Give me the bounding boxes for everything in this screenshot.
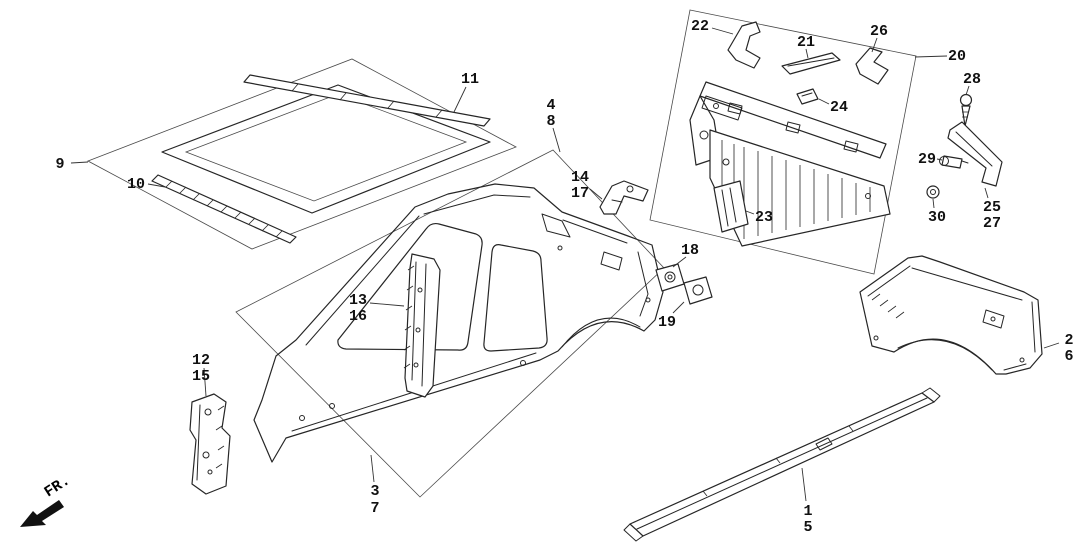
part-callout-3: 3 bbox=[370, 483, 379, 500]
part-callout-1: 1 bbox=[803, 503, 812, 520]
roof-front-rail bbox=[243, 74, 491, 127]
part-callout-28: 28 bbox=[963, 71, 981, 88]
part-callout-23: 23 bbox=[755, 209, 773, 226]
part-callout-5: 5 bbox=[803, 519, 812, 536]
fuel-filler-pocket-lower bbox=[683, 276, 713, 305]
fr-label: FR. bbox=[41, 472, 73, 501]
roof-side-rail-hatching bbox=[165, 180, 283, 238]
bolt bbox=[959, 93, 973, 127]
side-panel-outline bbox=[253, 183, 664, 463]
part-callout-6: 6 bbox=[1064, 348, 1073, 365]
grommet bbox=[926, 185, 940, 199]
quarter-window-opening bbox=[541, 213, 571, 238]
part-callout-11: 11 bbox=[461, 71, 479, 88]
leader-line-11 bbox=[453, 86, 467, 113]
leader-line-28 bbox=[965, 85, 970, 96]
side-panel-group bbox=[189, 149, 713, 498]
leader-line-24 bbox=[818, 98, 830, 105]
part-callout-20: 20 bbox=[948, 48, 966, 65]
side-panel-a-pillar-inner bbox=[305, 215, 420, 346]
leader-line-21 bbox=[805, 48, 809, 59]
side-panel-wheel-arch-inner bbox=[561, 317, 641, 348]
part-callout-25: 25 bbox=[983, 199, 1001, 216]
rear-door-opening bbox=[483, 244, 548, 352]
part-callout-26: 26 bbox=[870, 23, 888, 40]
leader-line-12 bbox=[203, 367, 207, 397]
leader-line-4 bbox=[552, 127, 561, 153]
part-callout-8: 8 bbox=[546, 113, 555, 130]
roof-group-border bbox=[87, 58, 517, 250]
front-pillar-lower-bracket bbox=[189, 393, 231, 495]
leader-line-13 bbox=[369, 302, 405, 307]
part-callout-10: 10 bbox=[127, 176, 145, 193]
fuel-filler-pocket-upper bbox=[655, 263, 685, 292]
center-pillar-stiffener bbox=[403, 253, 441, 398]
part-callout-17: 17 bbox=[571, 185, 589, 202]
roof-panel-inner-line bbox=[184, 93, 468, 202]
part-callout-2: 2 bbox=[1064, 332, 1073, 349]
screw bbox=[939, 155, 969, 169]
part-callout-16: 16 bbox=[349, 308, 367, 325]
part-callout-4: 4 bbox=[546, 97, 555, 114]
rear-panel-bracket-right bbox=[855, 47, 889, 85]
part-callout-14: 14 bbox=[571, 169, 589, 186]
part-callout-29: 29 bbox=[918, 151, 936, 168]
leader-line-2 bbox=[1043, 342, 1060, 349]
leader-line-14 bbox=[589, 188, 603, 200]
part-callout-12: 12 bbox=[192, 352, 210, 369]
part-callout-7: 7 bbox=[370, 500, 379, 517]
rear-panel-border bbox=[649, 9, 917, 275]
rear-panel-stiffener-bar bbox=[781, 52, 841, 75]
leader-line-25 bbox=[984, 187, 989, 199]
roof-group bbox=[87, 58, 517, 250]
part-callout-24: 24 bbox=[830, 99, 848, 116]
part-callout-15: 15 bbox=[192, 368, 210, 385]
part-callout-19: 19 bbox=[658, 314, 676, 331]
side-panel-roof-inner bbox=[423, 194, 531, 215]
extension-bracket bbox=[947, 121, 1003, 187]
leader-line-3 bbox=[370, 454, 375, 483]
front-door-opening bbox=[337, 222, 483, 351]
sill-panel bbox=[623, 387, 941, 542]
part-callout-13: 13 bbox=[349, 292, 367, 309]
rear-panel bbox=[689, 81, 891, 247]
leader-line-22 bbox=[711, 27, 734, 35]
part-callout-27: 27 bbox=[983, 215, 1001, 232]
part-callout-9: 9 bbox=[55, 156, 64, 173]
leader-line-19 bbox=[672, 301, 685, 314]
leader-line-23 bbox=[745, 210, 755, 215]
rear-panel-bracket-left bbox=[727, 21, 761, 69]
leader-line-26 bbox=[871, 37, 878, 53]
quarter-panel bbox=[859, 255, 1043, 375]
roof-front-rail-hatching bbox=[291, 83, 443, 118]
leader-line-20 bbox=[914, 55, 948, 58]
leader-line-29 bbox=[936, 158, 943, 161]
rear-panel-group bbox=[649, 9, 917, 275]
rear-panel-gusset bbox=[713, 180, 749, 233]
part-callout-22: 22 bbox=[691, 18, 709, 35]
leader-line-18 bbox=[672, 256, 687, 268]
part-callout-18: 18 bbox=[681, 242, 699, 259]
roof-side-bracket bbox=[599, 180, 649, 215]
side-panel-quarter-inner bbox=[562, 219, 628, 244]
leader-line-10 bbox=[147, 183, 166, 188]
part-callout-21: 21 bbox=[797, 34, 815, 51]
roof-panel bbox=[161, 84, 491, 214]
rear-panel-clip bbox=[796, 88, 819, 105]
leader-line-1 bbox=[801, 467, 807, 502]
leader-line-9 bbox=[70, 161, 89, 164]
fr-direction-indicator: FR. bbox=[20, 472, 73, 527]
taillight-edge-lines bbox=[637, 251, 649, 317]
side-panel-holes bbox=[299, 245, 651, 421]
leader-line-30 bbox=[932, 198, 935, 209]
fr-arrow-icon bbox=[20, 500, 64, 527]
fuel-lid-opening bbox=[600, 251, 623, 271]
callout-layer: 9101148141718191316121537222126202824292… bbox=[55, 18, 1073, 536]
part-callout-30: 30 bbox=[928, 209, 946, 226]
